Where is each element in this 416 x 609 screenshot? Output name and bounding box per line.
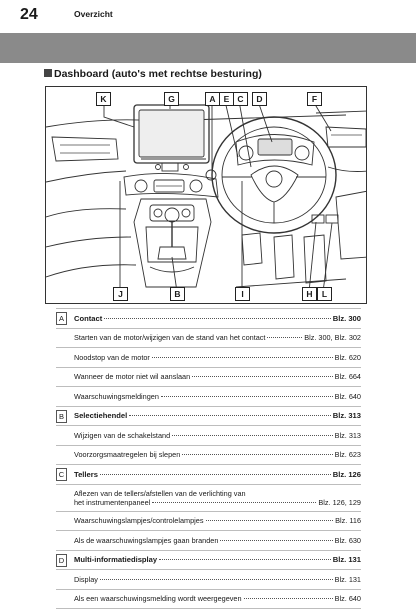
entry-title: Tellers [74,469,98,479]
section-title: Dashboard (auto's met rechtse besturing) [44,68,262,80]
index-item: Starten van de motor/wijzigen van de sta… [56,329,361,348]
dashboard-illustration: K G A E C D F J B I H L [45,86,367,304]
square-bullet-icon [44,69,52,77]
entry-title: Selectiehendel [74,411,128,421]
index-entry-selectiehendel: B Selectiehendel Blz. 313 [56,407,361,426]
callout-d: D [252,92,267,106]
item-label: Starten van de motor/wijzigen van de sta… [74,333,266,343]
item-pages: Blz. 300, Blz. 302 [304,333,361,343]
item-label: Als de waarschuwingslampjes gaan branden [74,535,219,545]
running-title: Overzicht [74,9,113,19]
page-header: 24 Overzicht [0,0,416,28]
index-item: Noodstop van de motor Blz. 620 [56,348,361,367]
callout-e: E [219,92,234,106]
page-number: 24 [20,6,38,23]
separator [56,308,361,309]
index-item: Voorzorgsmaatregelen bij slepen Blz. 623 [56,446,361,465]
callout-a: A [205,92,220,106]
item-label: Als een waarschuwingsmelding wordt weerg… [74,594,242,604]
item-label: Display [74,574,98,584]
gray-banner [0,33,416,63]
callout-i: I [235,287,250,301]
index-item: Als de waarschuwingslampjes gaan branden… [56,531,361,550]
letter-badge: D [56,553,67,567]
item-label: het instrumentenpaneel [74,497,151,507]
item-pages: Blz. 126, 129 [318,497,361,507]
item-label: Wijzigen van de schakelstand [74,430,171,440]
index-item: Wanneer de motor niet wil aanslaan Blz. 6… [56,368,361,387]
item-pages: Blz. 620 [334,352,361,362]
callout-f: F [307,92,322,106]
item-pages: Blz. 630 [334,535,361,545]
entry-pages: Blz. 131 [332,555,361,565]
index-item: Als een waarschuwingsmelding wordt weerg… [56,590,361,609]
index-list: A Contact Blz. 300 Starten van de motor/w… [56,308,361,609]
callout-l: L [317,287,332,301]
callout-k: K [96,92,111,106]
item-pages: Blz. 116 [335,516,361,526]
item-pages: Blz. 664 [334,372,361,382]
letter-badge: A [56,312,67,325]
letter-badge: B [56,409,67,423]
item-label-line1: Aflezen van de tellers/afstellen van de … [74,488,246,498]
item-pages: Blz. 640 [334,594,361,604]
index-entry-contact: A Contact Blz. 300 [56,309,361,328]
index-item: Aflezen van de tellers/afstellen van de … [56,485,361,511]
dashboard-line-drawing [46,100,366,293]
letter-badge: C [56,468,67,481]
index-entry-multi-informatiedisplay: D Multi-informatiedisplay Blz. 131 [56,551,361,570]
entry-pages: Blz. 313 [332,411,361,421]
entry-pages: Blz. 126 [332,469,361,479]
entry-title: Multi-informatiedisplay [74,555,158,565]
index-item: Waarschuwingslampjes/controlelampjes Blz.… [56,512,361,531]
item-label: Noodstop van de motor [74,352,150,362]
separator [56,327,361,329]
callout-c: C [233,92,248,106]
section-title-text: Dashboard (auto's met rechtse besturing) [54,68,262,80]
callout-g: G [164,92,179,106]
item-pages: Blz. 623 [334,450,361,460]
callout-b: B [170,287,185,301]
item-pages: Blz. 313 [334,430,361,440]
index-item: Display Blz. 131 [56,570,361,589]
item-pages: Blz. 640 [334,391,361,401]
item-pages: Blz. 131 [334,574,361,584]
item-label: Waarschuwingsmeldingen [74,391,159,401]
index-item: Waarschuwingsmeldingen Blz. 640 [56,387,361,406]
entry-pages: Blz. 300 [332,313,361,323]
item-label: Waarschuwingslampjes/controlelampjes [74,516,204,526]
callout-h: H [302,287,317,301]
entry-title: Contact [74,313,103,323]
callout-j: J [113,287,128,301]
index-entry-tellers: C Tellers Blz. 126 [56,465,361,484]
index-item: Wijzigen van de schakelstand Blz. 313 [56,426,361,445]
item-label: Voorzorgsmaatregelen bij slepen [74,450,181,460]
item-label: Wanneer de motor niet wil aanslaan [74,372,191,382]
